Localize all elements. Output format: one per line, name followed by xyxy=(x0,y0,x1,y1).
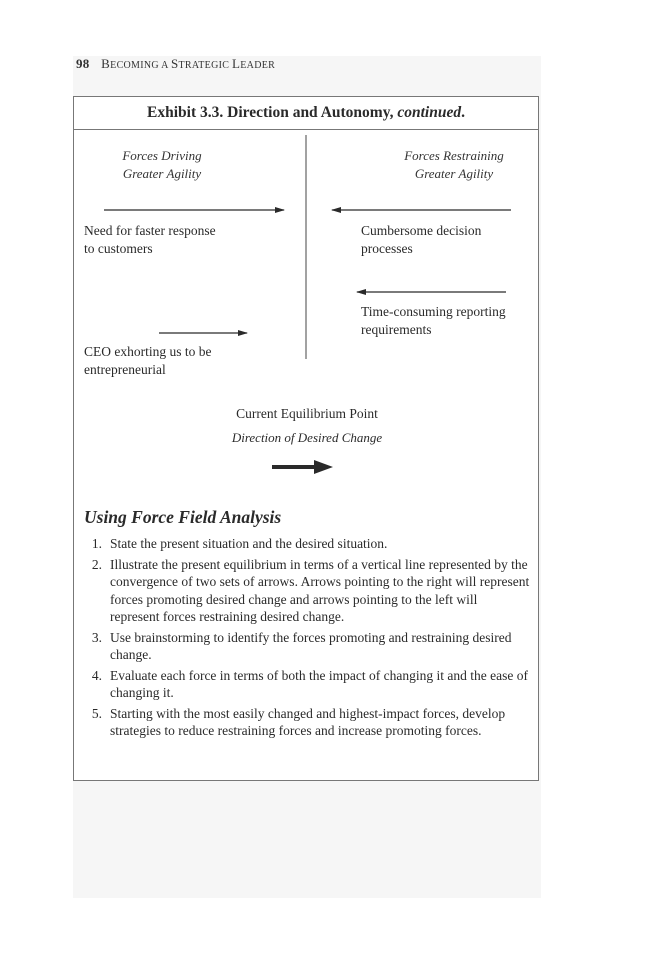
equilibrium-label: Current Equilibrium Point xyxy=(236,406,378,421)
step-text: Starting with the most easily changed an… xyxy=(110,705,506,739)
list-item: 2. Illustrate the present equilibrium in … xyxy=(88,556,530,626)
step-text: Use brainstorming to identify the forces… xyxy=(110,629,512,663)
book-title-part: B xyxy=(101,56,111,71)
force-field-diagram xyxy=(104,135,511,474)
desired-change-label: Direction of Desired Change xyxy=(231,430,383,445)
restraining-forces-heading: Forces Restraining Greater Agility xyxy=(384,147,524,183)
force-line: processes xyxy=(361,241,413,256)
restraining-heading-line2: Greater Agility xyxy=(414,166,494,181)
exhibit-title-text: Exhibit 3.3. Direction and Autonomy, xyxy=(147,104,398,121)
step-number: 2. xyxy=(91,556,102,572)
restraining-heading-line1: Forces Restraining xyxy=(404,148,504,163)
force-line: requirements xyxy=(361,322,432,337)
step-number: 3. xyxy=(91,629,102,645)
force-line: entrepreneurial xyxy=(84,362,166,377)
section-title: Using Force Field Analysis xyxy=(84,507,282,527)
step-text: Evaluate each force in terms of both the… xyxy=(110,667,528,701)
force-line: Cumbersome decision xyxy=(361,223,482,238)
driving-heading-line1: Forces Driving xyxy=(122,148,202,163)
steps-list: 1. State the present situation and the de… xyxy=(88,535,530,743)
exhibit-title-end: . xyxy=(461,104,465,121)
step-text: Illustrate the present equilibrium in te… xyxy=(110,556,530,625)
book-title-part: L xyxy=(232,56,241,71)
force-line: Need for faster response xyxy=(84,223,216,238)
book-title: BECOMING A STRATEGIC LEADER xyxy=(101,56,275,71)
list-item: 5. Starting with the most easily changed … xyxy=(88,705,530,740)
driving-forces-heading: Forces Driving Greater Agility xyxy=(102,147,222,183)
exhibit-title-emphasis: continued xyxy=(397,104,462,121)
exhibit-box: Exhibit 3.3. Direction and Autonomy, con… xyxy=(73,96,539,781)
list-item: 1. State the present situation and the de… xyxy=(88,535,530,553)
driving-force-item: CEO exhorting us to be entrepreneurial xyxy=(84,343,212,379)
driving-force-item: Need for faster response to customers xyxy=(84,222,216,258)
running-head: 98 BECOMING A STRATEGIC LEADER xyxy=(76,56,275,72)
step-text: State the present situation and the desi… xyxy=(110,536,388,551)
force-line: CEO exhorting us to be xyxy=(84,344,212,359)
desired-change-arrow xyxy=(272,460,333,474)
step-number: 1. xyxy=(91,536,102,551)
step-number: 5. xyxy=(91,705,102,721)
exhibit-title: Exhibit 3.3. Direction and Autonomy, con… xyxy=(74,97,538,130)
page-number: 98 xyxy=(76,56,90,71)
force-line: to customers xyxy=(84,241,153,256)
restraining-force-item: Time-consuming reporting requirements xyxy=(361,303,506,339)
restraining-force-item: Cumbersome decision processes xyxy=(361,222,481,258)
list-item: 3. Use brainstorming to identify the forc… xyxy=(88,629,530,664)
step-number: 4. xyxy=(91,667,102,683)
book-title-part: ECOMING A xyxy=(110,60,171,71)
driving-heading-line2: Greater Agility xyxy=(122,166,202,181)
book-title-part: S xyxy=(170,56,179,71)
book-title-part: TRATEGIC xyxy=(178,60,233,71)
book-title-part: EADER xyxy=(240,60,276,71)
list-item: 4. Evaluate each force in terms of both t… xyxy=(88,667,530,702)
force-line: Time-consuming reporting xyxy=(361,304,506,319)
